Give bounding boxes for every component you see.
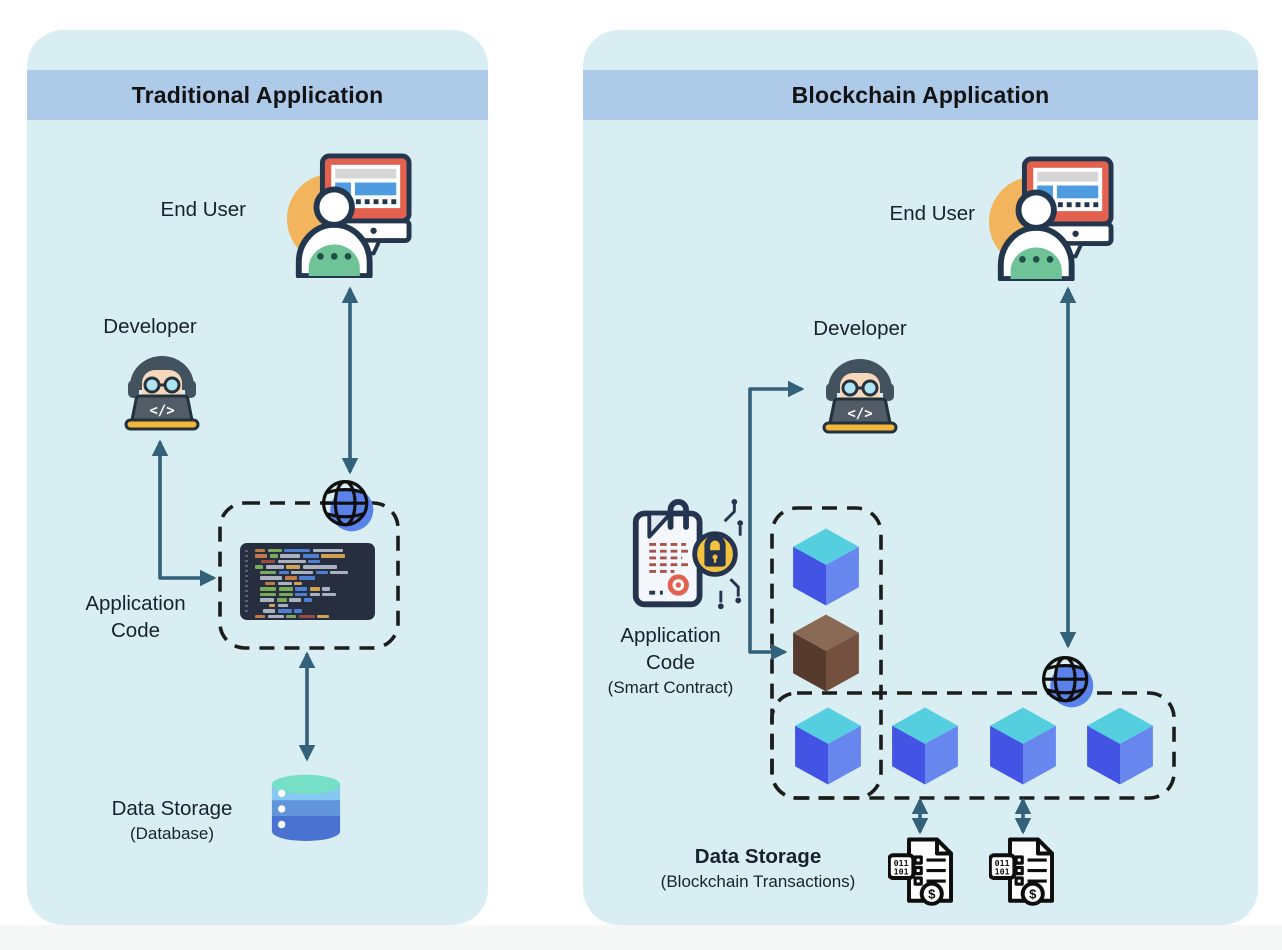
end-user-icon xyxy=(283,152,413,278)
blockchain-block-cube-icon xyxy=(988,706,1058,786)
blockchain-block-cube-icon xyxy=(890,706,960,786)
transaction-file-icon: 011 101 $ xyxy=(989,836,1059,906)
blockchain-block-cube-brown-icon xyxy=(791,613,861,693)
transaction-file-icon: 011 101 $ xyxy=(888,836,958,906)
developer-label-blockchain: Developer xyxy=(813,317,907,340)
blockchain-panel xyxy=(583,30,1258,925)
application-code-label-blockchain: Application Code (Smart Contract) xyxy=(607,624,734,697)
developer-icon: </> xyxy=(124,356,200,431)
end-user-label-traditional: End User xyxy=(160,198,246,221)
binary-text: 011 xyxy=(894,858,909,868)
blockchain-panel-title: Blockchain Application xyxy=(791,81,1050,108)
binary-text: 011 xyxy=(995,858,1010,868)
end-user-label-blockchain: End User xyxy=(889,202,975,225)
end-user-icon xyxy=(985,155,1115,281)
smart-contract-icon xyxy=(632,498,744,610)
developer-icon: </> xyxy=(822,359,898,434)
data-storage-label-traditional: Data Storage (Database) xyxy=(111,797,233,843)
developer-label-traditional: Developer xyxy=(103,315,197,338)
code-editor-icon xyxy=(240,543,375,620)
blockchain-block-cube-icon xyxy=(791,527,861,607)
database-icon xyxy=(268,767,344,843)
traditional-panel-header: Traditional Application xyxy=(27,70,488,120)
dollar-glyph: $ xyxy=(1029,887,1037,902)
globe-icon-traditional xyxy=(318,476,378,536)
dollar-glyph: $ xyxy=(928,887,936,902)
globe-icon-blockchain xyxy=(1038,652,1098,712)
page-footer-strip xyxy=(0,925,1282,950)
blockchain-block-cube-icon xyxy=(793,706,863,786)
traditional-panel-title: Traditional Application xyxy=(131,81,384,108)
traditional-panel xyxy=(27,30,488,925)
code-glyph: </> xyxy=(149,403,174,419)
application-code-label-traditional: Application Code xyxy=(85,592,186,642)
binary-text: 101 xyxy=(995,867,1010,877)
blockchain-block-cube-icon xyxy=(1085,706,1155,786)
data-storage-label-blockchain: Data Storage (Blockchain Transactions) xyxy=(660,845,856,891)
blockchain-panel-header: Blockchain Application xyxy=(583,70,1258,120)
binary-text: 101 xyxy=(894,867,909,877)
code-glyph: </> xyxy=(847,406,872,422)
